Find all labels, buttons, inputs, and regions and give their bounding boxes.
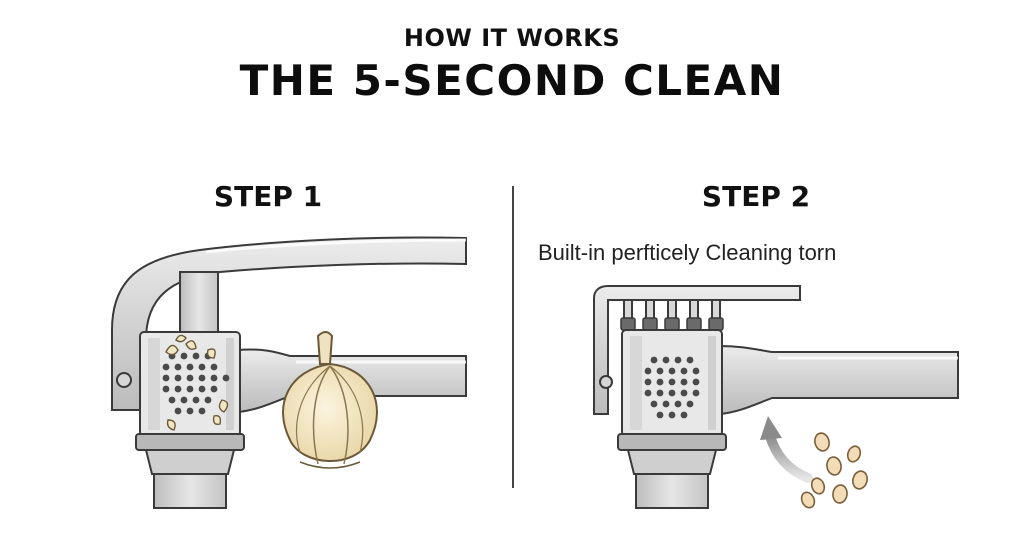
press-base [144,449,236,509]
press-chamber [621,329,723,437]
step-2-caption: Built-in perfticely Cleaning torn [538,240,837,265]
cleaning-comb [593,285,801,415]
press-collar [135,433,245,451]
sieve-holes [644,356,700,419]
eyebrow-label: HOW IT WORKS [403,24,621,52]
lower-handle [719,344,959,416]
press-collar [617,433,727,451]
step-divider [512,186,514,488]
step-1-illustration [111,236,467,509]
step-2-heading: STEP 2 [701,180,811,213]
press-post [179,271,219,343]
garlic-pieces [800,432,868,509]
eject-arrow-icon [760,416,813,483]
page-title: THE 5-SECOND CLEAN [239,56,785,105]
garlic-fragments [165,334,229,431]
garlic-bulb [282,331,378,469]
pivot-icon [599,375,613,389]
pivot-icon [116,372,132,388]
header: HOW IT WORKS THE 5-SECOND CLEAN [0,0,1024,120]
step-1-heading: STEP 1 [213,180,323,213]
press-base [626,449,718,509]
press-chamber [139,331,241,437]
